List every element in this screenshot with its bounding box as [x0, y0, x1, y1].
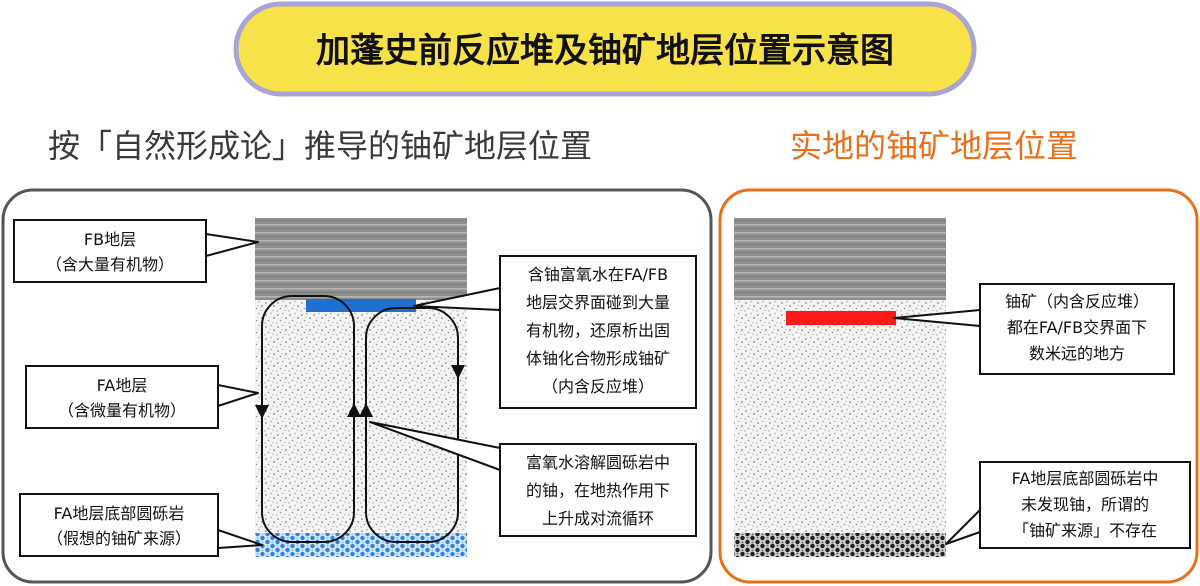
fb-stratum-right [734, 218, 946, 300]
flow-note-line-3: 上升成对流循环 [542, 509, 654, 528]
fb-stratum [255, 218, 467, 300]
flow-note-line-2: 的铀，在地热作用下 [526, 481, 670, 500]
fb-callout-box [13, 219, 207, 283]
right-ore-note-line-3: 数米远的地方 [1029, 344, 1125, 363]
right-ore-note-line-1: 铀矿（内含反应堆） [1005, 292, 1149, 311]
right-ore-note-box [979, 283, 1175, 375]
ore-note-line-2: 地层交界面碰到大量 [526, 293, 670, 312]
right-bottom-note-box [979, 461, 1191, 549]
fa-callout-line-1: FA地层 [97, 376, 148, 395]
right-bottom-note-line-1: FA地层底部圆砾岩中 [1012, 469, 1159, 488]
left-panel-heading: 按「自然形成论」推导的铀矿地层位置 [48, 127, 592, 165]
ore-note-line-3: 有机物，还原析出固 [526, 321, 670, 340]
right-ore-note-line-2: 都在FA/FB交界面下 [1007, 318, 1147, 337]
bottom-callout-line-2: （假想的铀矿来源） [47, 529, 191, 548]
fb-callout-line-1: FB地层 [84, 230, 136, 249]
fa-callout-box [25, 365, 219, 429]
right-panel-heading: 实地的铀矿地层位置 [790, 127, 1078, 165]
left-panel: FB地层 （含大量有机物） FA地层 （含微量有机物） FA地层底部圆砾岩 （假… [1, 188, 713, 584]
fa-callout-line-2: （含微量有机物） [58, 401, 186, 420]
title-banner: 加蓬史前反应堆及铀矿地层位置示意图 [233, 1, 977, 97]
ore-note-line-1: 含铀富氧水在FA/FB [528, 265, 668, 284]
fa-stratum [255, 300, 467, 533]
flow-note-box [499, 443, 697, 537]
page-title: 加蓬史前反应堆及铀矿地层位置示意图 [316, 31, 894, 71]
fa-stratum-right [734, 300, 946, 533]
ore-note-line-4: 体铀化合物形成铀矿 [526, 349, 670, 368]
uranium-ore-red [786, 311, 896, 325]
flow-note-line-1: 富氧水溶解圆砾岩中 [526, 453, 670, 472]
bottom-conglomerate-blue [255, 533, 467, 557]
right-bottom-note-line-2: 未发现铀，所谓的 [1021, 495, 1149, 514]
fb-callout-line-2: （含大量有机物） [46, 255, 174, 274]
uranium-ore-blue [306, 299, 416, 312]
right-bottom-note-line-3: 「铀矿来源」不存在 [1013, 521, 1157, 540]
bottom-callout-line-1: FA地层底部圆砾岩 [54, 504, 185, 523]
bottom-conglomerate-black [734, 533, 946, 557]
title-banner-bg [233, 1, 977, 97]
right-panel: 铀矿（内含反应堆） 都在FA/FB交界面下 数米远的地方 FA地层底部圆砾岩中 … [718, 188, 1199, 584]
bottom-callout-box [19, 493, 219, 557]
ore-note-line-5: （内含反应堆） [542, 377, 654, 396]
ore-note-box [499, 255, 697, 409]
